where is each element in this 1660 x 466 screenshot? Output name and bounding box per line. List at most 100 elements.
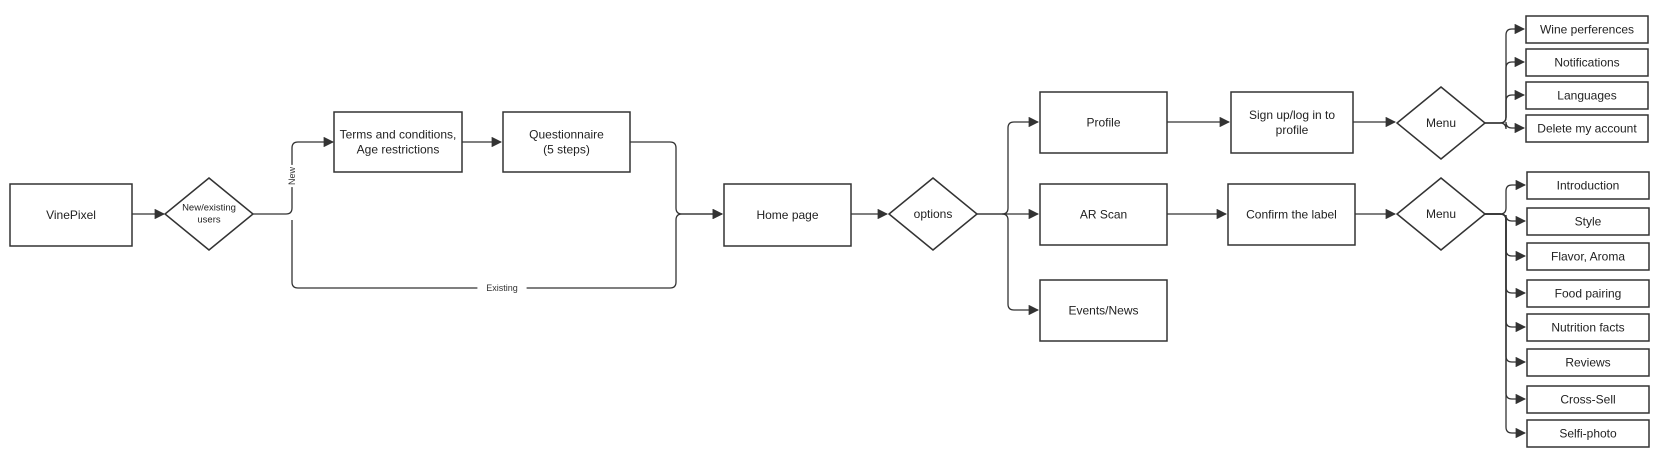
edge-line (1485, 179, 1527, 215)
decision-diamond (887, 177, 979, 251)
node-label: Age restrictions (357, 143, 440, 157)
node-box (1039, 279, 1168, 342)
edge-users-to-home: Existing (291, 208, 724, 294)
node-box (1227, 183, 1356, 246)
node-confirm: Confirm the label (1227, 183, 1356, 246)
node-box (1525, 81, 1649, 110)
node-label: Sign up/log in to (1249, 108, 1335, 122)
node-menu2: Menu (1395, 177, 1487, 251)
edge-line (1485, 213, 1527, 333)
node-box (1525, 15, 1649, 44)
edge-menu1-to-delete (1485, 121, 1526, 134)
decision-diamond (1395, 177, 1487, 251)
node-label: Terms and conditions, (340, 128, 457, 142)
node-box (723, 183, 852, 247)
node-box (1525, 48, 1649, 77)
node-label: Selfi-photo (1559, 427, 1617, 441)
edge-users-to-terms: New (253, 136, 335, 215)
node-label: Languages (1557, 89, 1616, 103)
node-home: Home page (723, 183, 852, 247)
edge-menu2-to-selfi (1485, 213, 1527, 439)
node-terms: Terms and conditions,Age restrictions (333, 111, 463, 173)
node-lang: Languages (1525, 81, 1649, 110)
node-box (1039, 91, 1168, 154)
edge-line (1485, 213, 1527, 299)
node-vinepixel: VinePixel (9, 183, 133, 247)
edge-line (1485, 23, 1526, 124)
node-box (1526, 207, 1650, 236)
node-label: Nutrition facts (1551, 321, 1624, 335)
edge-menu1-to-wine (1485, 23, 1526, 124)
node-label: Flavor, Aroma (1551, 250, 1625, 264)
node-label: Introduction (1557, 179, 1620, 193)
node-box (1526, 348, 1650, 377)
node-profile: Profile (1039, 91, 1168, 154)
edge-line (1485, 56, 1526, 124)
node-label: users (197, 215, 220, 226)
node-label: Menu (1426, 207, 1456, 221)
node-box (502, 111, 631, 173)
node-box (1525, 114, 1649, 143)
edge-menu2-to-nutri (1485, 213, 1527, 333)
node-cross: Cross-Sell (1526, 385, 1650, 414)
node-label: Style (1575, 215, 1602, 229)
edge-menu2-to-food (1485, 213, 1527, 299)
node-box (1526, 419, 1650, 448)
node-events: Events/News (1039, 279, 1168, 342)
node-label: Questionnaire (529, 128, 604, 142)
edge-menu1-to-lang (1485, 89, 1526, 124)
node-label: Events/News (1068, 304, 1138, 318)
node-box (1526, 385, 1650, 414)
node-style: Style (1526, 207, 1650, 236)
node-selfi: Selfi-photo (1526, 419, 1650, 448)
node-label: Profile (1086, 116, 1120, 130)
node-label: Confirm the label (1246, 208, 1337, 222)
node-delete: Delete my account (1525, 114, 1649, 143)
edge-line (1485, 121, 1526, 134)
node-notif: Notifications (1525, 48, 1649, 77)
edge-menu2-to-intro (1485, 179, 1527, 215)
node-label: Notifications (1554, 56, 1619, 70)
edge-line (1485, 213, 1527, 262)
node-nutri: Nutrition facts (1526, 313, 1650, 342)
node-intro: Introduction (1526, 171, 1650, 200)
node-reviews: Reviews (1526, 348, 1650, 377)
decision-diamond (163, 177, 255, 251)
node-box (1526, 171, 1650, 200)
node-label: Reviews (1565, 356, 1610, 370)
node-box (1039, 183, 1168, 246)
node-food: Food pairing (1526, 279, 1650, 308)
node-box (1526, 279, 1650, 308)
edge-line (977, 116, 1040, 215)
node-arscan: AR Scan (1039, 183, 1168, 246)
node-label: profile (1276, 123, 1309, 137)
node-flavor: Flavor, Aroma (1526, 242, 1650, 271)
node-label: New/existing (182, 203, 236, 214)
node-box (333, 111, 463, 173)
edge-label-bg (286, 164, 298, 188)
edge-label-text: Existing (486, 283, 518, 293)
node-box (1526, 242, 1650, 271)
node-label: (5 steps) (543, 143, 590, 157)
node-label: Menu (1426, 116, 1456, 130)
node-quest: Questionnaire(5 steps) (502, 111, 631, 173)
edge-label: Existing (477, 282, 527, 294)
decision-diamond (1395, 86, 1487, 160)
node-box (9, 183, 133, 247)
edge-quest-to-home (630, 141, 724, 220)
edge-menu2-to-flavor (1485, 213, 1527, 262)
node-wine: Wine perferences (1525, 15, 1649, 44)
node-label: Food pairing (1555, 287, 1622, 301)
node-box (1230, 91, 1354, 154)
node-options: options (887, 177, 979, 251)
edge-line (630, 141, 724, 220)
edge-line (291, 208, 724, 289)
edge-menu2-to-reviews (1485, 213, 1527, 368)
edge-line (1485, 89, 1526, 124)
node-box (1526, 313, 1650, 342)
